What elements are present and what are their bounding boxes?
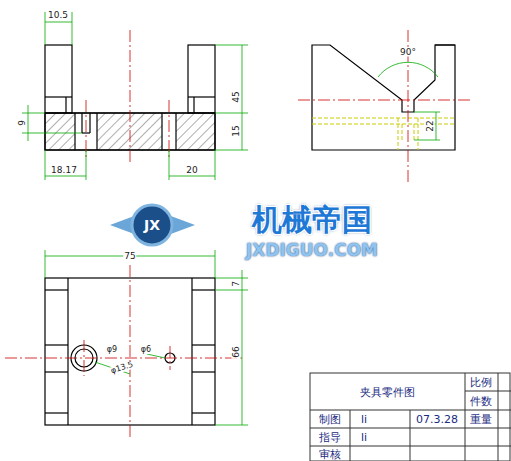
table-cell: 夹具零件图 (360, 387, 415, 398)
dimension: φ13.5 (109, 360, 135, 375)
table-cell: 07.3.28 (416, 414, 458, 425)
dimension: 9 (18, 119, 27, 127)
side-view (312, 45, 455, 150)
dimension-lines (22, 12, 440, 425)
dimension: 20 (185, 166, 198, 175)
table-cell: li (361, 432, 367, 443)
watermark: JXDIGUO.COM (246, 242, 378, 259)
dimension: 75 (123, 252, 136, 261)
dimension: 18.17 (50, 166, 78, 175)
table-cell: 审核 (319, 449, 341, 460)
table-cell: li (361, 414, 367, 425)
dimension: φ6 (140, 346, 152, 354)
table-cell: 比例 (470, 377, 492, 388)
watermark: 机械帝国 (252, 205, 372, 235)
table-cell: 制图 (319, 414, 341, 425)
table-cell: 件数 (470, 396, 492, 407)
dimension: 22 (426, 119, 435, 132)
dimension: 45 (232, 90, 241, 103)
dimension: φ9 (106, 346, 118, 354)
dimension: 10.5 (47, 11, 69, 20)
logo (110, 205, 195, 245)
table-cell: 指导 (319, 432, 341, 443)
table-cell: 重量 (470, 414, 492, 425)
dimension: 15 (232, 124, 241, 137)
dimension: 66 (232, 345, 241, 358)
dimension: 7 (232, 280, 241, 288)
logo-text: JX (144, 218, 160, 232)
title-block (310, 373, 511, 461)
dimension: 90° (399, 48, 417, 57)
